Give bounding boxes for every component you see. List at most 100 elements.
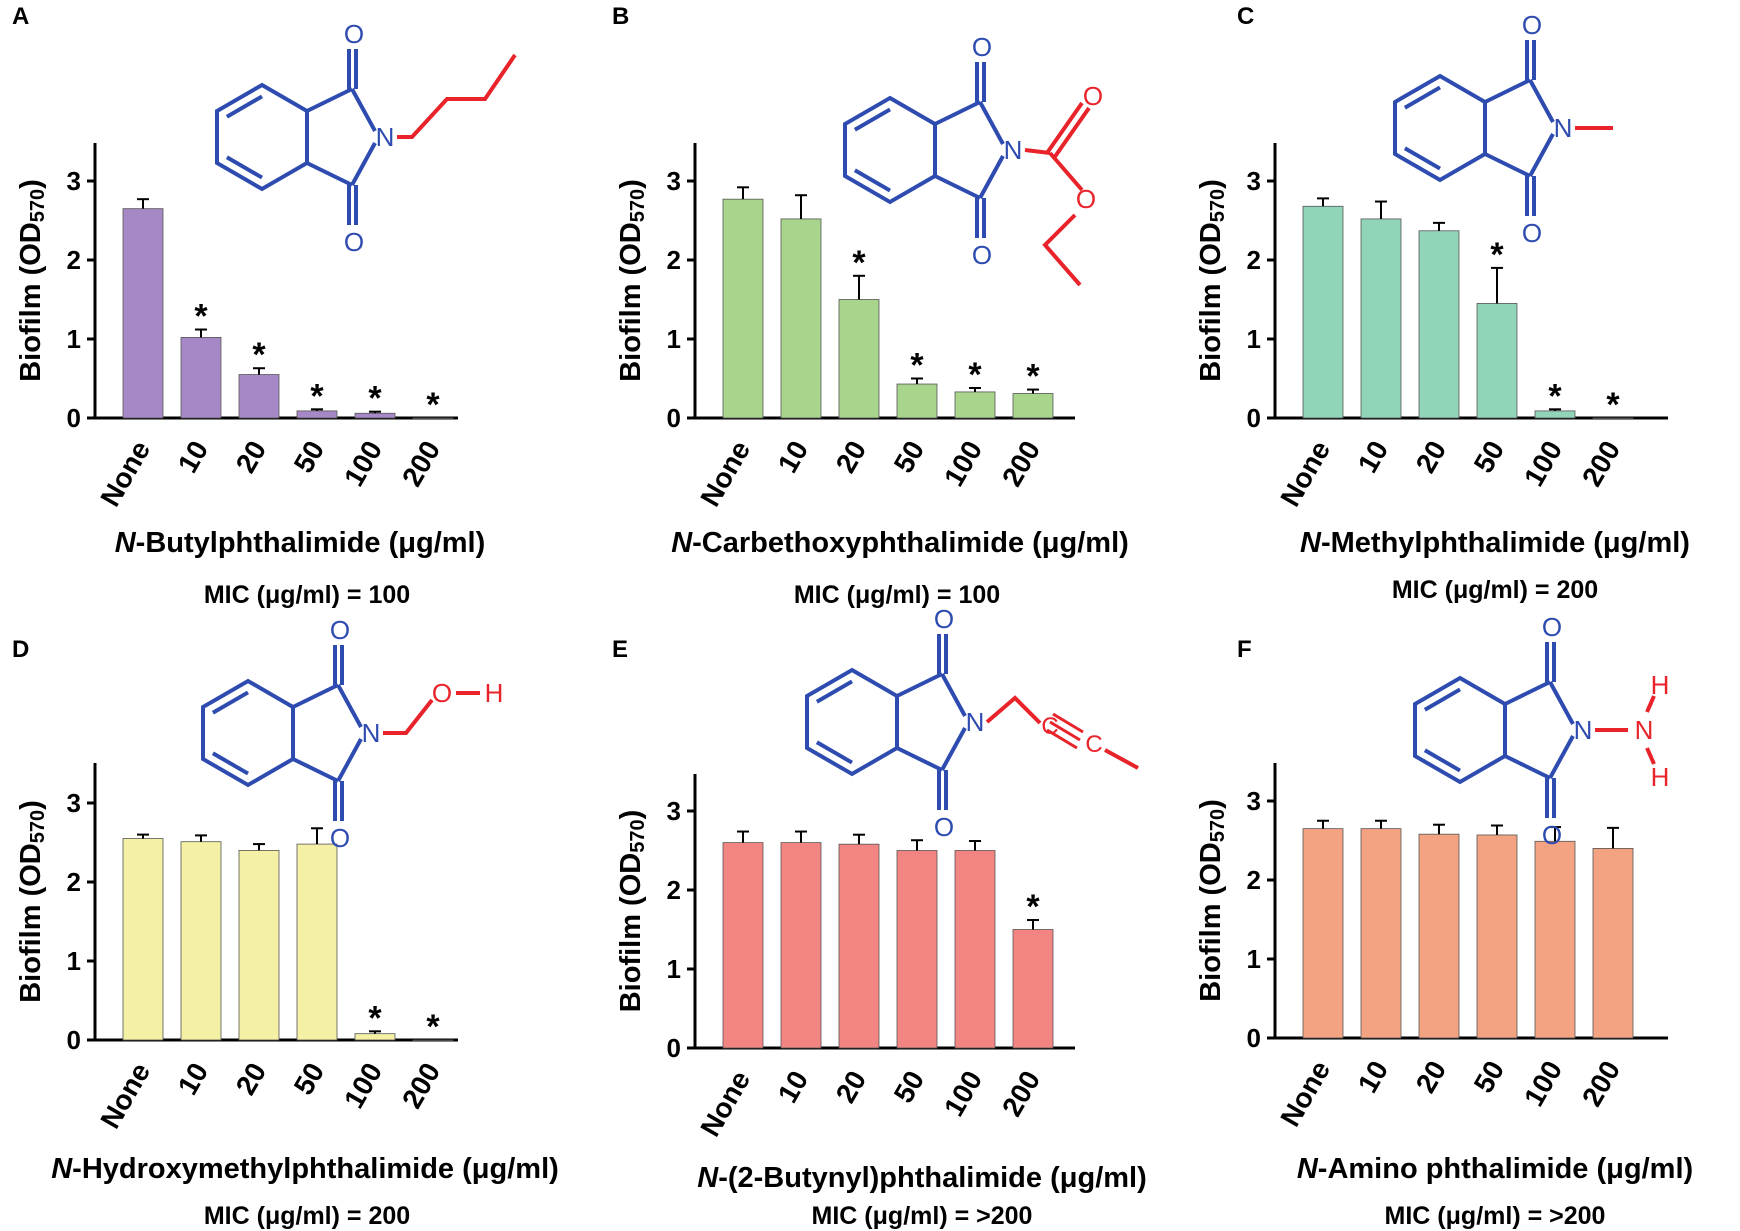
x-axis-label-italic: N	[697, 1162, 719, 1194]
significance-marker: *	[1490, 236, 1504, 274]
y-tick-label: 2	[1247, 865, 1261, 895]
y-axis-label-main: Biofilm (OD	[15, 222, 47, 382]
significance-marker: *	[1548, 377, 1562, 415]
bar-200	[412, 1039, 454, 1041]
bond	[350, 142, 377, 186]
atom-n: N	[1004, 135, 1023, 165]
atom-n: N	[966, 707, 985, 737]
y-tick-label: 2	[667, 245, 681, 275]
bond	[934, 174, 981, 200]
bond	[292, 683, 339, 709]
bar-none	[122, 208, 164, 419]
y-axis-label-subscript: 570	[627, 819, 649, 852]
y-axis-label: Biofilm (OD570)	[15, 179, 49, 382]
hydroxymethyl-bond	[383, 698, 434, 735]
double-bond	[225, 94, 264, 119]
bond	[350, 88, 377, 132]
bar-100	[954, 391, 996, 419]
significance-marker: *	[968, 356, 982, 394]
x-tick-label: None	[94, 1058, 156, 1134]
atom-o-ether: O	[1076, 184, 1096, 214]
y-axis-label-main: Biofilm (OD	[1195, 842, 1227, 1002]
atom-o-ester: O	[1083, 81, 1103, 111]
bar-50	[896, 850, 938, 1049]
x-tick-label: None	[94, 436, 156, 512]
benzene-ring	[215, 82, 309, 192]
panel-letter: B	[612, 3, 629, 30]
y-axis-label: Biofilm (OD570)	[1195, 179, 1229, 382]
x-tick-label: 50	[888, 1066, 930, 1108]
x-axis-label-italic: N	[671, 527, 693, 559]
x-tick-label: 10	[1352, 1056, 1394, 1098]
y-tick-label: 0	[1247, 403, 1261, 433]
atom-o-top: O	[1522, 10, 1542, 40]
x-tick-label: None	[1274, 1056, 1336, 1132]
atom-o-top: O	[934, 604, 954, 634]
atom-o-bottom: O	[1542, 820, 1562, 850]
significance-marker: *	[368, 999, 382, 1037]
y-tick-label: 2	[67, 867, 81, 897]
bond	[940, 673, 967, 717]
benzene-ring	[843, 95, 937, 205]
atom-o-top: O	[972, 32, 992, 62]
bond	[1484, 152, 1531, 178]
bar-20	[238, 374, 280, 419]
y-tick-label: 1	[667, 324, 681, 354]
atom-n: N	[376, 122, 395, 152]
y-tick-label: 2	[1247, 245, 1261, 275]
y-tick-label: 3	[67, 166, 81, 196]
ester-carbonyl	[1045, 101, 1084, 155]
mic-label: MIC (μg/ml) = 200	[204, 1202, 410, 1230]
atom-o-hydroxyl: O	[432, 678, 452, 708]
x-axis-label-italic: N	[51, 1153, 73, 1185]
double-bond	[815, 679, 854, 704]
x-tick-label: None	[694, 1066, 756, 1142]
panel-letter: E	[612, 636, 628, 663]
bond	[896, 746, 943, 772]
x-tick-label: 20	[230, 1058, 272, 1100]
atom-h-bottom: H	[1651, 762, 1670, 792]
y-axis-label-close: )	[1195, 179, 1227, 189]
significance-marker: *	[310, 377, 324, 415]
x-axis-label: N-Amino phthalimide (μg/ml)	[1297, 1153, 1693, 1185]
ester-carbonyl	[1052, 106, 1091, 160]
x-axis-label-rest: -Hydroxymethylphthalimide (μg/ml)	[72, 1153, 559, 1185]
x-tick-label: 100	[938, 1066, 988, 1122]
y-axis-label-close: )	[615, 810, 647, 820]
x-tick-label: 50	[288, 436, 330, 478]
double-bond	[211, 751, 250, 776]
x-tick-label: 10	[772, 1066, 814, 1108]
y-tick-label: 0	[67, 1025, 81, 1055]
ester-bond	[1048, 151, 1084, 192]
x-tick-label: 50	[1468, 1056, 1510, 1098]
significance-marker: *	[368, 380, 382, 418]
y-axis-label-main: Biofilm (OD	[615, 222, 647, 382]
butyl-chain	[397, 53, 517, 139]
bar-none	[722, 198, 764, 419]
atom-n: N	[362, 718, 381, 748]
double-bond	[853, 168, 892, 193]
bond	[1484, 78, 1531, 104]
x-tick-label: 200	[1576, 436, 1626, 492]
y-axis-label-subscript: 570	[1207, 809, 1229, 842]
bond	[896, 672, 943, 698]
x-axis-label: N-(2-Butynyl)phthalimide (μg/ml)	[697, 1162, 1147, 1194]
panel-letter: A	[12, 3, 29, 30]
y-tick-label: 1	[67, 324, 81, 354]
x-tick-label: 10	[772, 436, 814, 478]
bond	[1504, 680, 1551, 706]
x-tick-label: 10	[1352, 436, 1394, 478]
panel-letter: C	[1237, 3, 1254, 30]
x-axis-label-rest: -Carbethoxyphthalimide (μg/ml)	[692, 527, 1129, 559]
y-axis-label: Biofilm (OD570)	[615, 179, 649, 382]
bar-200	[1592, 417, 1634, 419]
bond	[1548, 681, 1575, 725]
bar-10	[180, 841, 222, 1041]
atom-o-bottom: O	[972, 240, 992, 270]
mic-label: MIC (μg/ml) = 100	[204, 581, 410, 609]
bond	[1528, 133, 1555, 177]
y-axis-label-close: )	[15, 800, 47, 810]
